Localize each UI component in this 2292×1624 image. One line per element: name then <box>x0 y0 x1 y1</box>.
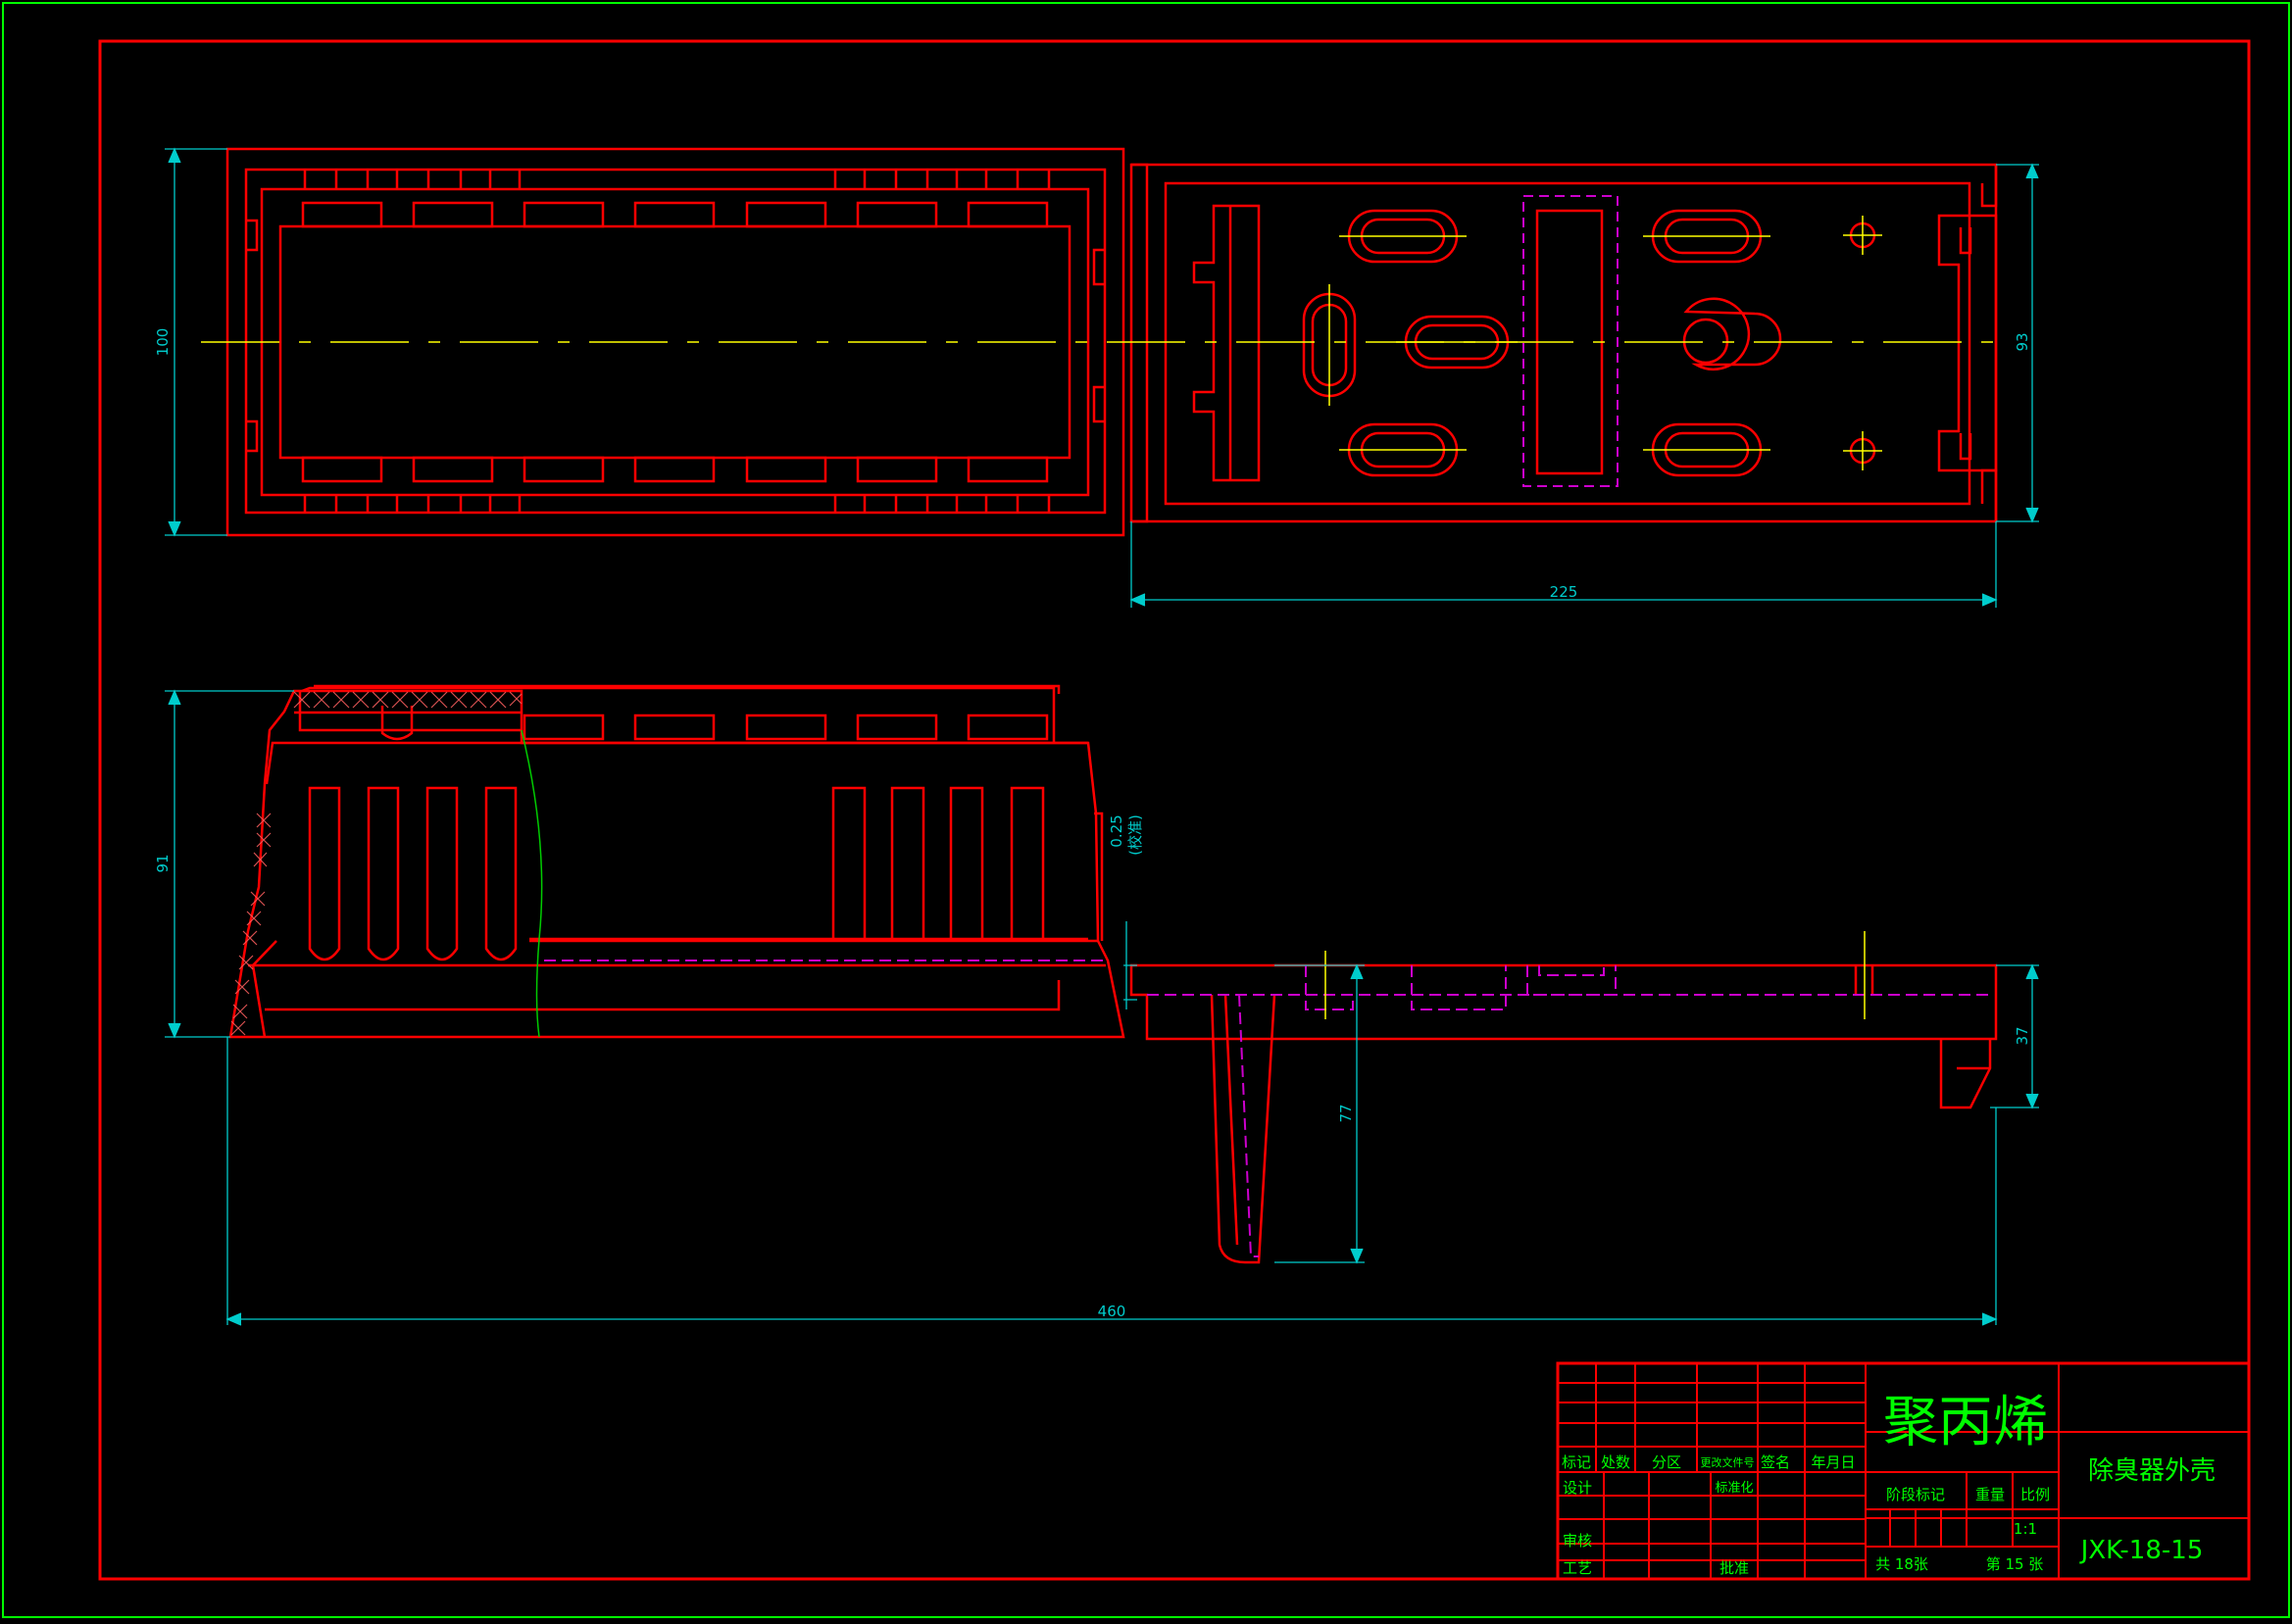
role-approve: 批准 <box>1719 1559 1749 1577</box>
stage-mark-label: 阶段标记 <box>1886 1486 1945 1503</box>
dim-460: 460 <box>1098 1303 1126 1320</box>
dim-0-25-note: (校准) <box>1126 814 1144 856</box>
total-sheets: 共 18张 <box>1875 1555 1928 1573</box>
hidden-pocket-outline <box>1522 195 1619 487</box>
centerlines-bottom <box>1324 931 1866 1019</box>
dim-100: 100 <box>154 328 172 357</box>
dim-77: 77 <box>1337 1104 1355 1122</box>
section-break-line <box>521 729 543 1038</box>
role-process: 工艺 <box>1563 1559 1592 1577</box>
material-label: 聚丙烯 <box>1883 1391 2048 1454</box>
drawing-number: JXK-18-15 <box>2079 1536 2204 1565</box>
top-left-view <box>225 147 1125 537</box>
header-zone: 分区 <box>1652 1453 1681 1471</box>
hidden-lines-bottom-right <box>1147 965 1990 1257</box>
role-review: 审核 <box>1563 1532 1592 1550</box>
dim-91: 91 <box>154 854 172 872</box>
dim-225: 225 <box>1550 583 1578 601</box>
dimension-labels: 100 93 225 91 0.25 (校准) 77 37 460 <box>154 328 2031 1320</box>
header-date: 年月日 <box>1811 1453 1855 1471</box>
section-hatch <box>230 691 523 1036</box>
dim-0-25: 0.25 <box>1108 814 1125 847</box>
part-name: 除臭器外壳 <box>2088 1456 2216 1486</box>
header-count: 处数 <box>1601 1453 1630 1471</box>
title-block <box>1556 1361 2251 1581</box>
header-mark: 标记 <box>1562 1453 1591 1471</box>
dim-93: 93 <box>2014 332 2031 351</box>
inner-frame <box>98 39 2251 1581</box>
centerlines-top <box>201 216 2010 470</box>
header-signature: 签名 <box>1761 1453 1790 1471</box>
scale-label: 比例 <box>2020 1486 2050 1503</box>
weight-label: 重量 <box>1975 1486 2005 1503</box>
scale-value: 1:1 <box>2014 1520 2037 1538</box>
bottom-left-view <box>228 684 1125 1039</box>
role-standardize: 标准化 <box>1715 1481 1753 1496</box>
title-block-text: 聚丙烯 除臭器外壳 JXK-18-15 标记 处数 分区 更改文件号 签名 年月… <box>1562 1391 2216 1577</box>
role-design: 设计 <box>1563 1479 1592 1497</box>
header-change-doc: 更改文件号 <box>1701 1455 1755 1469</box>
dimension-lines <box>165 147 2039 1326</box>
dim-37: 37 <box>2014 1026 2031 1045</box>
sheet-number: 第 15 张 <box>1986 1555 2044 1573</box>
